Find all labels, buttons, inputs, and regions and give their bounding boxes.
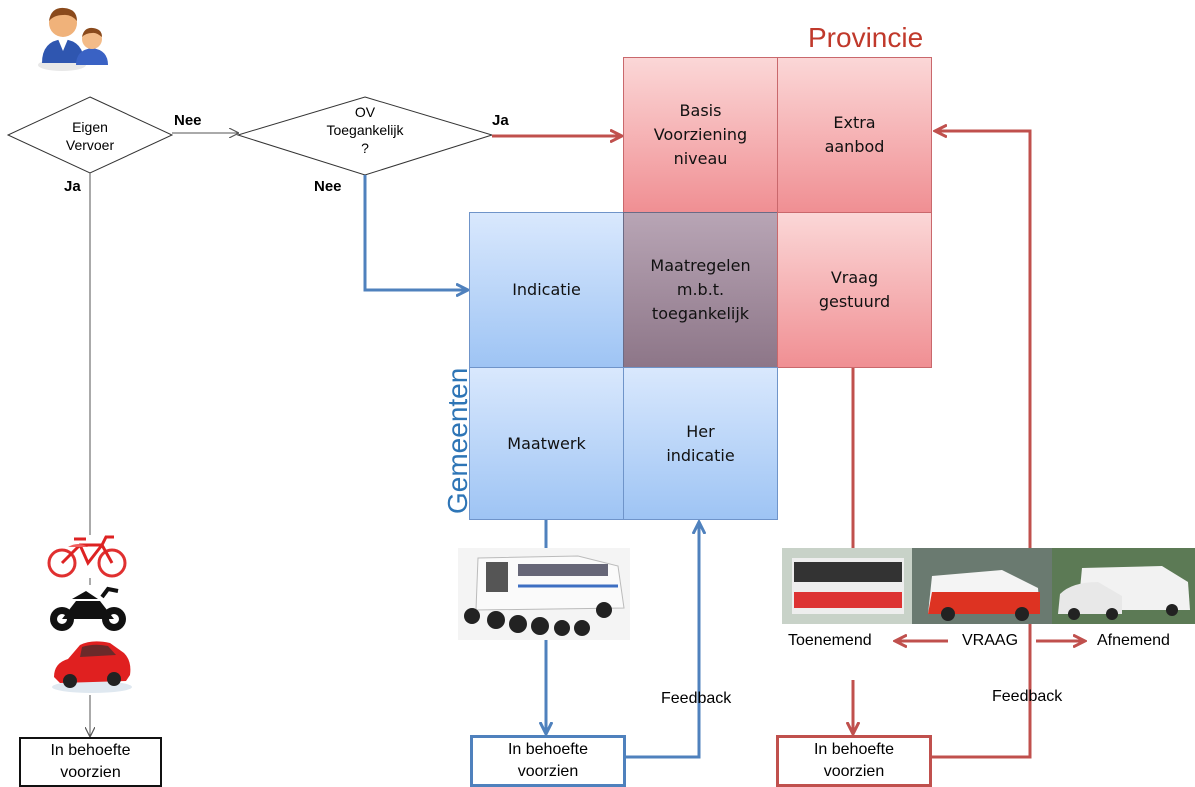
red-feedback-arrow <box>932 131 1032 759</box>
ja-label-right: Ja <box>492 112 509 129</box>
users-icon <box>36 3 116 71</box>
car-icon <box>50 635 134 695</box>
nee-label-2: Nee <box>314 178 342 195</box>
herindicatie-cell: Her indicatie <box>623 367 778 520</box>
outcome-box-left: In behoefte voorzien <box>19 737 162 787</box>
basis-voorziening-cell: Basis Voorziening niveau <box>623 57 778 213</box>
bicycle-icon <box>44 533 132 579</box>
maatwerk-cell: Maatwerk <box>469 367 624 520</box>
maatregelen-cell: Maatregelen m.b.t. toegankelijk <box>623 212 778 368</box>
outcome-box-right: In behoefte voorzien <box>776 735 932 787</box>
outcome-box-middle: In behoefte voorzien <box>470 735 626 787</box>
nee-arrow-blue <box>363 175 468 290</box>
public-transport-photos <box>782 548 1195 624</box>
blue-feedback-arrow <box>626 522 699 759</box>
indicatie-cell: Indicatie <box>469 212 624 368</box>
ov-toegankelijk-label: OV Toegankelijk ? <box>326 104 404 156</box>
afnemend-label: Afnemend <box>1097 632 1170 649</box>
toenemend-label: Toenemend <box>788 632 872 649</box>
provincie-label: Provincie <box>808 22 924 53</box>
wheelchair-van-image <box>458 548 630 640</box>
eigen-vervoer-label: Eigen Vervoer <box>65 119 115 153</box>
nee-label-1: Nee <box>174 112 202 129</box>
extra-aanbod-cell: Extra aanbod <box>777 57 932 213</box>
motorcycle-icon <box>46 585 130 633</box>
feedback-label-red: Feedback <box>992 688 1063 705</box>
feedback-label-blue: Feedback <box>661 690 732 707</box>
ja-label-left: Ja <box>64 178 81 195</box>
vraag-gestuurd-cell: Vraag gestuurd <box>777 212 932 368</box>
vraag-label: VRAAG <box>962 632 1019 649</box>
